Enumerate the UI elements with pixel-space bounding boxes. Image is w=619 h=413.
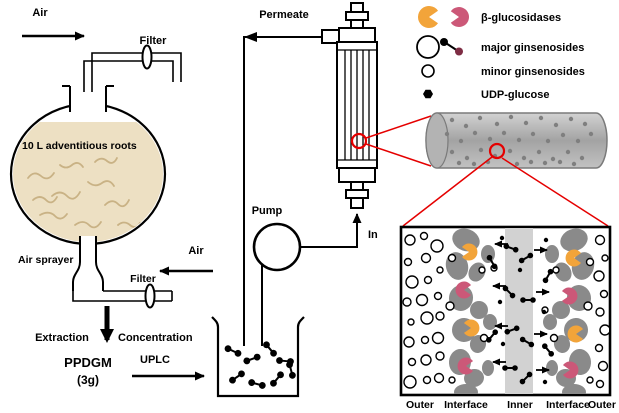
- air-sprayer-tube-right: [95, 236, 104, 291]
- filter-bottom-label: Filter: [130, 273, 156, 285]
- pacman-orange-icon: [464, 319, 480, 337]
- zone-label-interface-right: Interface: [546, 399, 590, 411]
- legend-item-beta-glucosidases: β-glucosidases: [417, 5, 561, 29]
- dumbbell-dot-maroon: [455, 47, 463, 56]
- flask-liquid: [13, 122, 163, 242]
- udp-glucose-dots: [497, 235, 549, 385]
- legend-item-label: UDP-glucose: [481, 89, 549, 101]
- permeate-label: Permeate: [259, 9, 309, 21]
- air-sprayer-tube-fill: [73, 236, 103, 293]
- pump-discharge-line: [300, 213, 362, 248]
- zone-label-outer-left: Outer: [406, 399, 434, 411]
- concentration-label: Concentration: [118, 332, 193, 344]
- module-magnification-lines: [365, 115, 432, 167]
- permeate-arrowhead-icon: [244, 32, 257, 42]
- zone-label-outer-right: Outer: [588, 399, 616, 411]
- zone-label-interface-left: Interface: [444, 399, 488, 411]
- flask-volume-label: 10 L adventitious roots: [22, 140, 137, 152]
- module-top-stem: [350, 2, 364, 13]
- flask-neck: [62, 85, 114, 112]
- pacman-orange-icon: [462, 243, 478, 261]
- air-inlet-pipe-top-inner: [83, 60, 174, 92]
- module-bottom-header: [338, 167, 376, 183]
- udp-glucose-hexagon-icon: [423, 89, 433, 99]
- cylinder-zoom-marker: [488, 142, 506, 160]
- module-bottom-stem: [350, 197, 364, 209]
- legend: β-glucosidases major ginsenosides minor …: [416, 5, 585, 101]
- inlet-label: In: [368, 229, 378, 241]
- membrane-inset: Outer Interface Inner Interface Outer: [399, 225, 616, 411]
- beaker-molecules: [224, 341, 296, 389]
- minor-ginsenoside-circles: [402, 231, 609, 389]
- beaker: [211, 316, 305, 398]
- pacman-pink-icon: [457, 357, 473, 375]
- pacman-orange-icon: [567, 325, 583, 343]
- pump-label: Pump: [252, 205, 283, 217]
- zone-label-inner: Inner: [507, 399, 533, 411]
- flask-neck-junction: [71, 100, 105, 114]
- module-top-cap: [345, 11, 369, 21]
- module-bottom-cap: [345, 189, 369, 199]
- legend-item-label: minor ginsenosides: [481, 66, 585, 78]
- minor-ginsenoside-circle-icon: [421, 64, 435, 78]
- air-filter-bottom-icon: [144, 283, 156, 309]
- pacman-pink-icon: [562, 287, 578, 305]
- ppdgm-label: PPDGM: [64, 355, 112, 370]
- pacman-pink-icon: [450, 7, 470, 27]
- ppdgm-amount-label: (3g): [77, 373, 99, 387]
- legend-item-major-ginsenosides: major ginsenosides: [416, 35, 584, 59]
- inner-lumen-channel: [505, 228, 533, 394]
- module-top-header: [338, 27, 376, 43]
- extraction-label: Extraction: [35, 332, 89, 344]
- uplc-label: UPLC: [140, 354, 170, 366]
- hollow-fiber-module: [321, 2, 432, 209]
- transport-arrows: [492, 240, 550, 374]
- pacman-pink-icon: [455, 281, 471, 299]
- air-filter-top-icon: [141, 44, 153, 70]
- dumbbell-dot-black: [440, 38, 448, 46]
- legend-item-minor-ginsenosides: minor ginsenosides: [421, 64, 585, 78]
- pacman-pink-icon: [563, 361, 579, 379]
- legend-item-label: major ginsenosides: [481, 42, 584, 54]
- air-top-label: Air: [32, 7, 48, 19]
- air-sprayer-tube-left: [72, 236, 81, 291]
- air-inlet-pipe-bottom: [72, 291, 172, 302]
- cylinder-pores: [444, 114, 594, 167]
- major-ginsenoside-circle-icon: [416, 35, 440, 59]
- pump-circle-icon: [252, 222, 302, 272]
- inset-magnification-lines: [402, 156, 609, 227]
- immobilized-enzymes: [455, 243, 583, 379]
- legend-item-udp-glucose: UDP-glucose: [423, 89, 549, 101]
- module-top-connector: [350, 19, 364, 29]
- permeate-line: [243, 36, 322, 346]
- air-sprayer-label: Air sprayer: [18, 254, 73, 266]
- air-bottom-label: Air: [188, 245, 204, 257]
- membrane-loop-section: Permeate: [211, 2, 432, 398]
- pacman-orange-icon: [565, 249, 581, 267]
- bioreactor-section: Air Filter: [9, 7, 213, 387]
- legend-item-label: β-glucosidases: [481, 12, 561, 24]
- porous-fiber-cylinder: [402, 112, 609, 227]
- module-bottom-connector: [350, 181, 364, 191]
- pacman-orange-icon: [417, 5, 438, 29]
- cylinder-end-cap: [425, 112, 449, 169]
- air-inlet-pipe-top: [91, 52, 182, 92]
- filter-top-label: Filter: [140, 35, 168, 47]
- root-squiggles: [27, 157, 141, 229]
- inset-zone-labels: Outer Interface Inner Interface Outer: [406, 399, 616, 411]
- module-zoom-marker: [350, 132, 368, 150]
